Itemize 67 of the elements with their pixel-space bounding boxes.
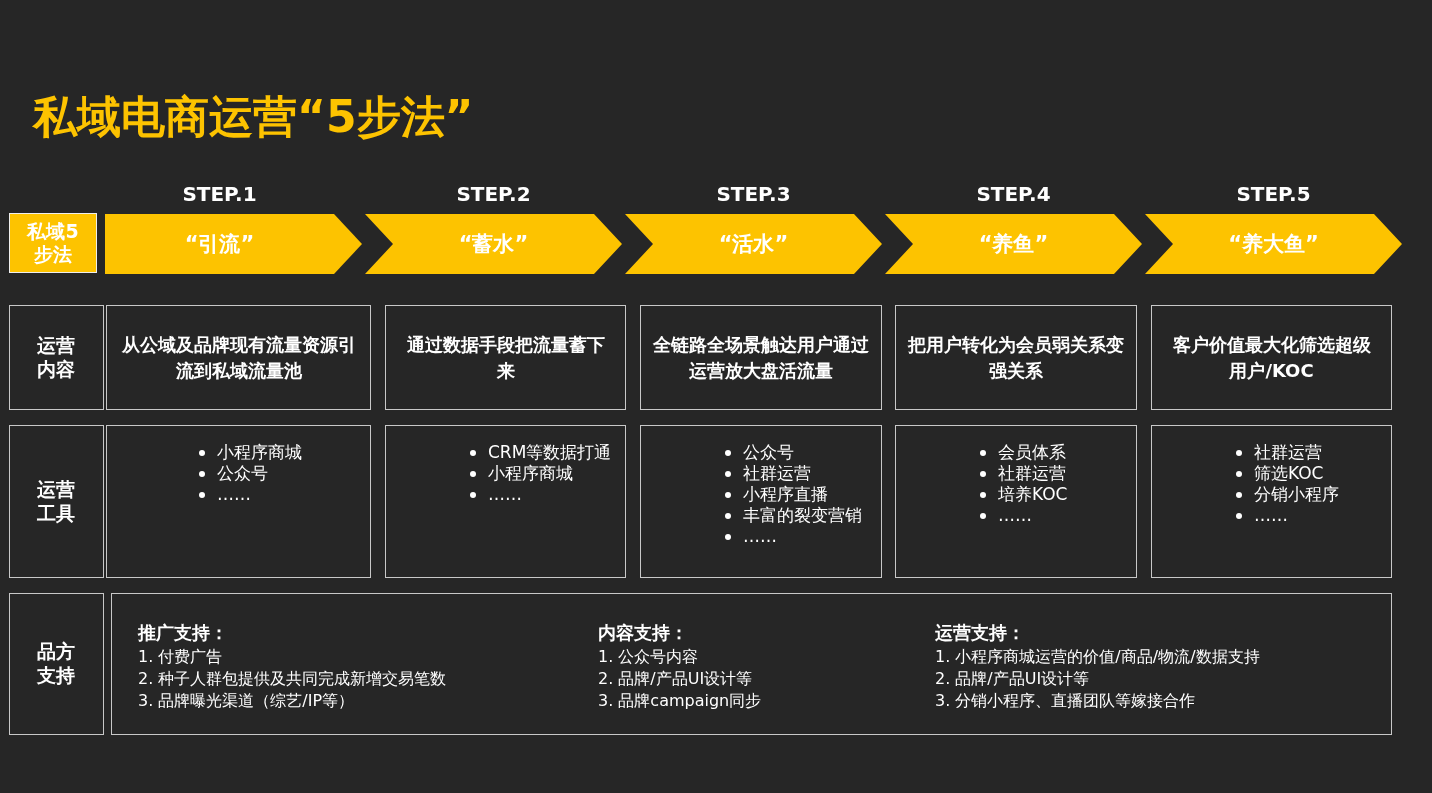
list-item: 3. 品牌campaign同步: [598, 690, 762, 712]
tools-cell: [895, 425, 1137, 578]
list-item: 1. 小程序商城运营的价值/商品/物流/数据支持: [935, 646, 1260, 668]
cell-text: 从公域及品牌现有流量资源引流到私域流量池: [120, 333, 357, 383]
list-item: 社群运营: [998, 463, 1066, 483]
content-cell: [895, 305, 1137, 410]
step-number: STEP.4: [975, 182, 1052, 206]
list-item: 会员体系: [998, 442, 1066, 462]
section-heading: 推广支持：: [138, 621, 229, 645]
list-item: 筛选KOC: [1254, 463, 1324, 483]
list-item: ……: [743, 526, 777, 546]
content-cell: [640, 305, 882, 410]
cell-text: 客户价值最大化筛选超级用户/KOC: [1171, 333, 1372, 383]
section-heading: 运营支持：: [935, 621, 1026, 645]
step-banner: [105, 214, 362, 274]
tools-cell: [106, 425, 371, 578]
title: 私域电商运营“5步法”: [33, 90, 474, 144]
list-item: 社群运营: [1254, 442, 1322, 462]
step-name: “引流”: [184, 231, 255, 258]
step-number: STEP.5: [1235, 182, 1312, 206]
step-name: “蓄水”: [458, 231, 529, 258]
content-cell: [385, 305, 626, 410]
tools-cell: [1151, 425, 1392, 578]
box-label: 私域5步法: [25, 220, 80, 266]
list-item: 3. 分销小程序、直播团队等嫁接合作: [935, 690, 1197, 712]
list-item: 分销小程序: [1254, 484, 1339, 504]
list-item: 1. 公众号内容: [598, 646, 700, 668]
row-header: 运营工具: [36, 477, 77, 526]
step-name: “活水”: [718, 231, 789, 258]
list-item: 3. 品牌曝光渠道（综艺/IP等）: [138, 690, 356, 712]
row-header-cell: [9, 593, 104, 735]
list-item: ……: [217, 484, 251, 504]
cell-text: 通过数据手段把流量蓄下来: [405, 333, 606, 383]
list-item: ……: [488, 484, 522, 504]
tools-cell: [385, 425, 626, 578]
row-header: 品方支持: [36, 640, 77, 688]
row-header-cell: [9, 305, 104, 410]
list-item: 丰富的裂变营销: [743, 505, 862, 525]
list-item: 小程序商城: [488, 463, 573, 483]
list-item: 2. 品牌/产品UI设计等: [935, 668, 1091, 690]
label-box: [9, 213, 97, 273]
step-number: STEP.2: [455, 182, 532, 206]
cell-text: 全链路全场景触达用户通过运营放大盘活流量: [653, 333, 869, 383]
step-number: STEP.3: [715, 182, 792, 206]
content-cell: [1151, 305, 1392, 410]
list-item: 2. 品牌/产品UI设计等: [598, 668, 754, 690]
section-heading: 内容支持：: [598, 621, 689, 645]
list-item: ……: [1254, 505, 1288, 525]
step-name: “养大鱼”: [1228, 231, 1319, 258]
list-item: 公众号: [743, 442, 794, 462]
cell-text: 把用户转化为会员弱关系变强关系: [908, 333, 1124, 383]
list-item: 培养KOC: [998, 484, 1068, 504]
list-item: 1. 付费广告: [138, 646, 224, 668]
list-item: 社群运营: [743, 463, 811, 483]
list-item: 公众号: [217, 463, 268, 483]
content-cell: [106, 305, 371, 410]
support-panel: [111, 593, 1392, 735]
step-number: STEP.1: [181, 182, 258, 206]
list-item: 小程序直播: [743, 484, 828, 504]
list-item: ……: [998, 505, 1032, 525]
list-item: 2. 种子人群包提供及共同完成新增交易笔数: [138, 668, 447, 690]
list-item: 小程序商城: [217, 442, 302, 462]
row-header: 运营内容: [36, 333, 77, 382]
row-header-cell: [9, 425, 104, 578]
tools-cell: [640, 425, 882, 578]
list-item: CRM等数据打通: [488, 442, 612, 462]
step-name: “养鱼”: [978, 231, 1049, 258]
